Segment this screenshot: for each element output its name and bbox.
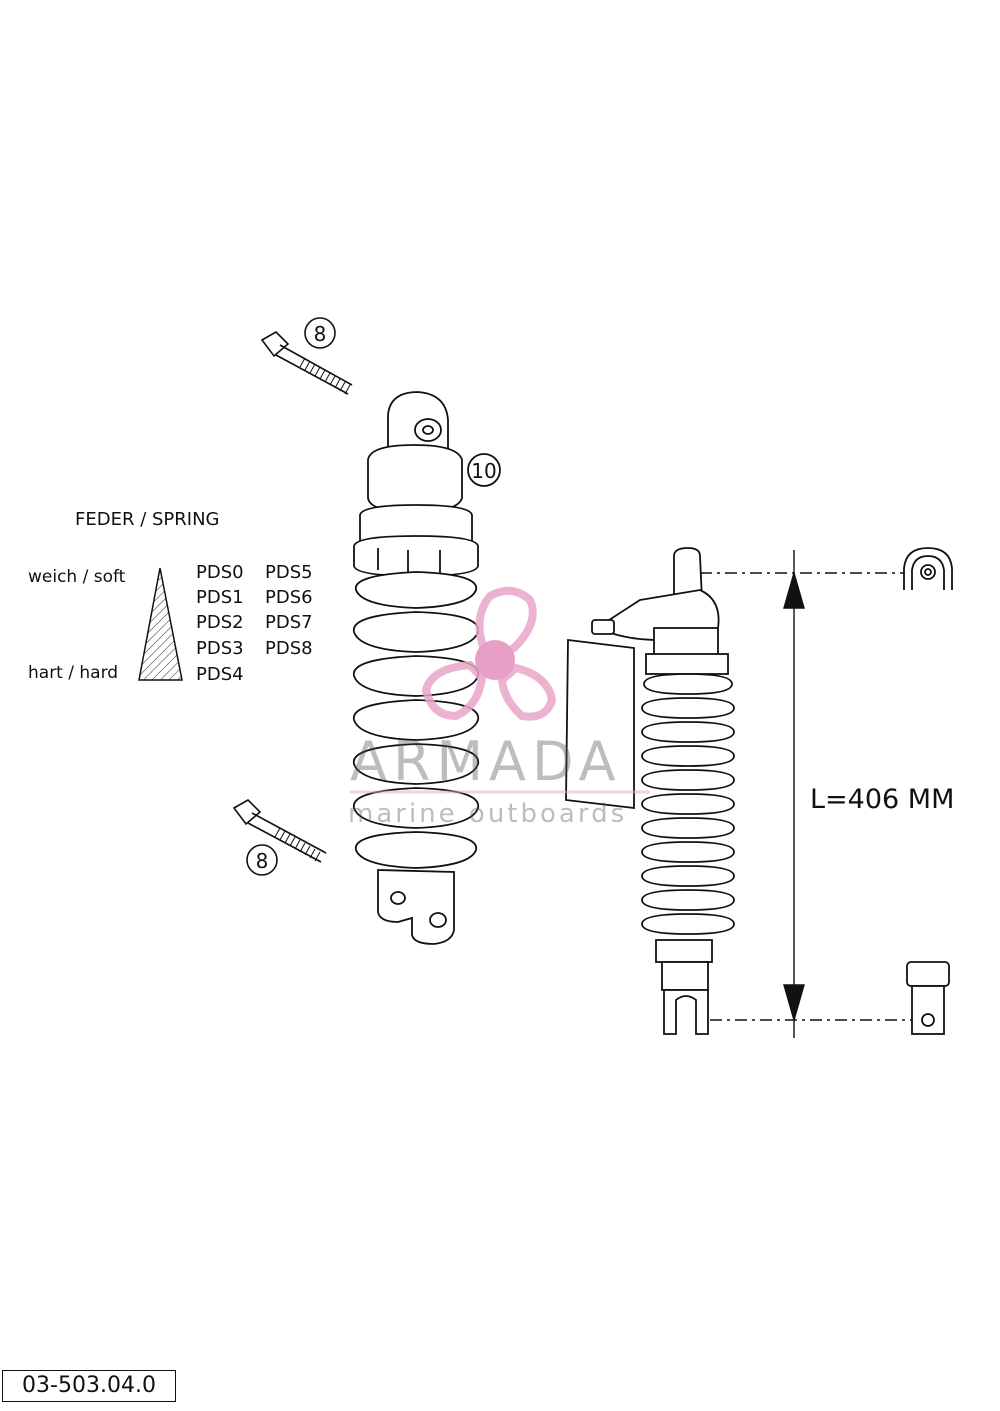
callout-circle <box>246 844 278 876</box>
bolt-thread-icon <box>274 827 321 862</box>
arrow-up-icon <box>783 570 805 609</box>
length-dimension <box>700 550 915 1038</box>
bottom-mount-detail <box>906 961 950 1035</box>
bolt-thread-icon <box>299 357 351 395</box>
spring-code: PDS7 <box>265 612 313 633</box>
spring-code: PDS2 <box>196 612 244 633</box>
stiffness-wedge-icon <box>138 567 183 681</box>
top-mount-detail <box>903 547 953 590</box>
spring-coil-icon <box>353 571 479 869</box>
callout-bolt-top: 8 <box>314 322 327 346</box>
bolt-bottom <box>232 799 327 876</box>
hard-label: hart / hard <box>28 663 118 683</box>
spring-legend: FEDER / SPRING weich / soft hart / hard … <box>28 509 313 685</box>
propeller-logo-icon <box>421 586 557 721</box>
armada-watermark: ARMADA marine outboards <box>348 586 650 829</box>
spring-coil-icon <box>641 673 735 935</box>
part-code-label: 03-503.04.0 <box>2 1370 176 1402</box>
spring-code: PDS1 <box>196 587 244 608</box>
spring-code: PDS4 <box>196 664 244 685</box>
spring-code: PDS3 <box>196 638 244 659</box>
shock-absorber-exploded <box>353 391 501 945</box>
callout-shock-absorber: 10 <box>471 459 496 483</box>
legend-title: FEDER / SPRING <box>75 509 219 530</box>
arrow-down-icon <box>783 984 805 1023</box>
soft-label: weich / soft <box>28 567 126 587</box>
spring-code: PDS5 <box>265 562 313 583</box>
callout-circle <box>467 453 501 487</box>
bolt-top <box>260 317 353 395</box>
watermark-tagline: marine outboards <box>348 799 627 829</box>
watermark-brand: ARMADA <box>350 730 622 793</box>
spring-list-col1: PDS0 PDS1 PDS2 PDS3 PDS4 <box>196 562 244 685</box>
callout-bolt-bottom: 8 <box>256 849 269 873</box>
spring-list-col2: PDS5 PDS6 PDS7 PDS8 <box>265 562 313 659</box>
shock-absorber-side-view <box>565 547 735 1035</box>
spring-code: PDS6 <box>265 587 313 608</box>
length-label: L=406 MM <box>810 784 954 815</box>
callout-circle <box>304 317 336 349</box>
spring-code: PDS0 <box>196 562 244 583</box>
spring-code: PDS8 <box>265 638 313 659</box>
